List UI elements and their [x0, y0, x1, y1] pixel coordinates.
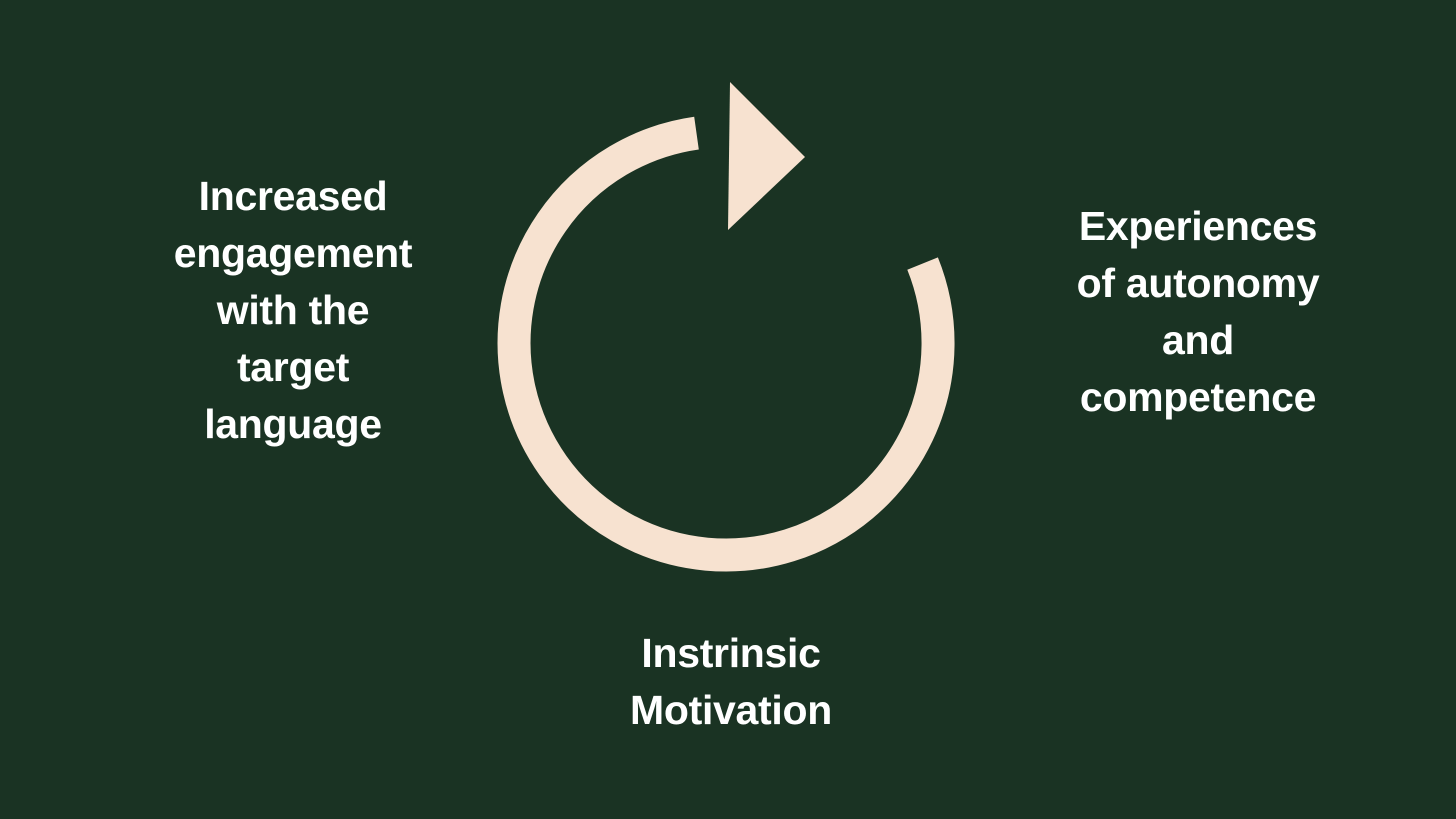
cycle-arrowhead	[728, 82, 805, 230]
node-label-autonomy: Experiences of autonomy and competence	[1076, 203, 1320, 420]
node-label-motivation: Instrinsic Motivation	[630, 630, 832, 733]
node-label-engagement: Increased engagement with the target lan…	[173, 173, 413, 447]
cycle-arc-path	[497, 116, 955, 572]
